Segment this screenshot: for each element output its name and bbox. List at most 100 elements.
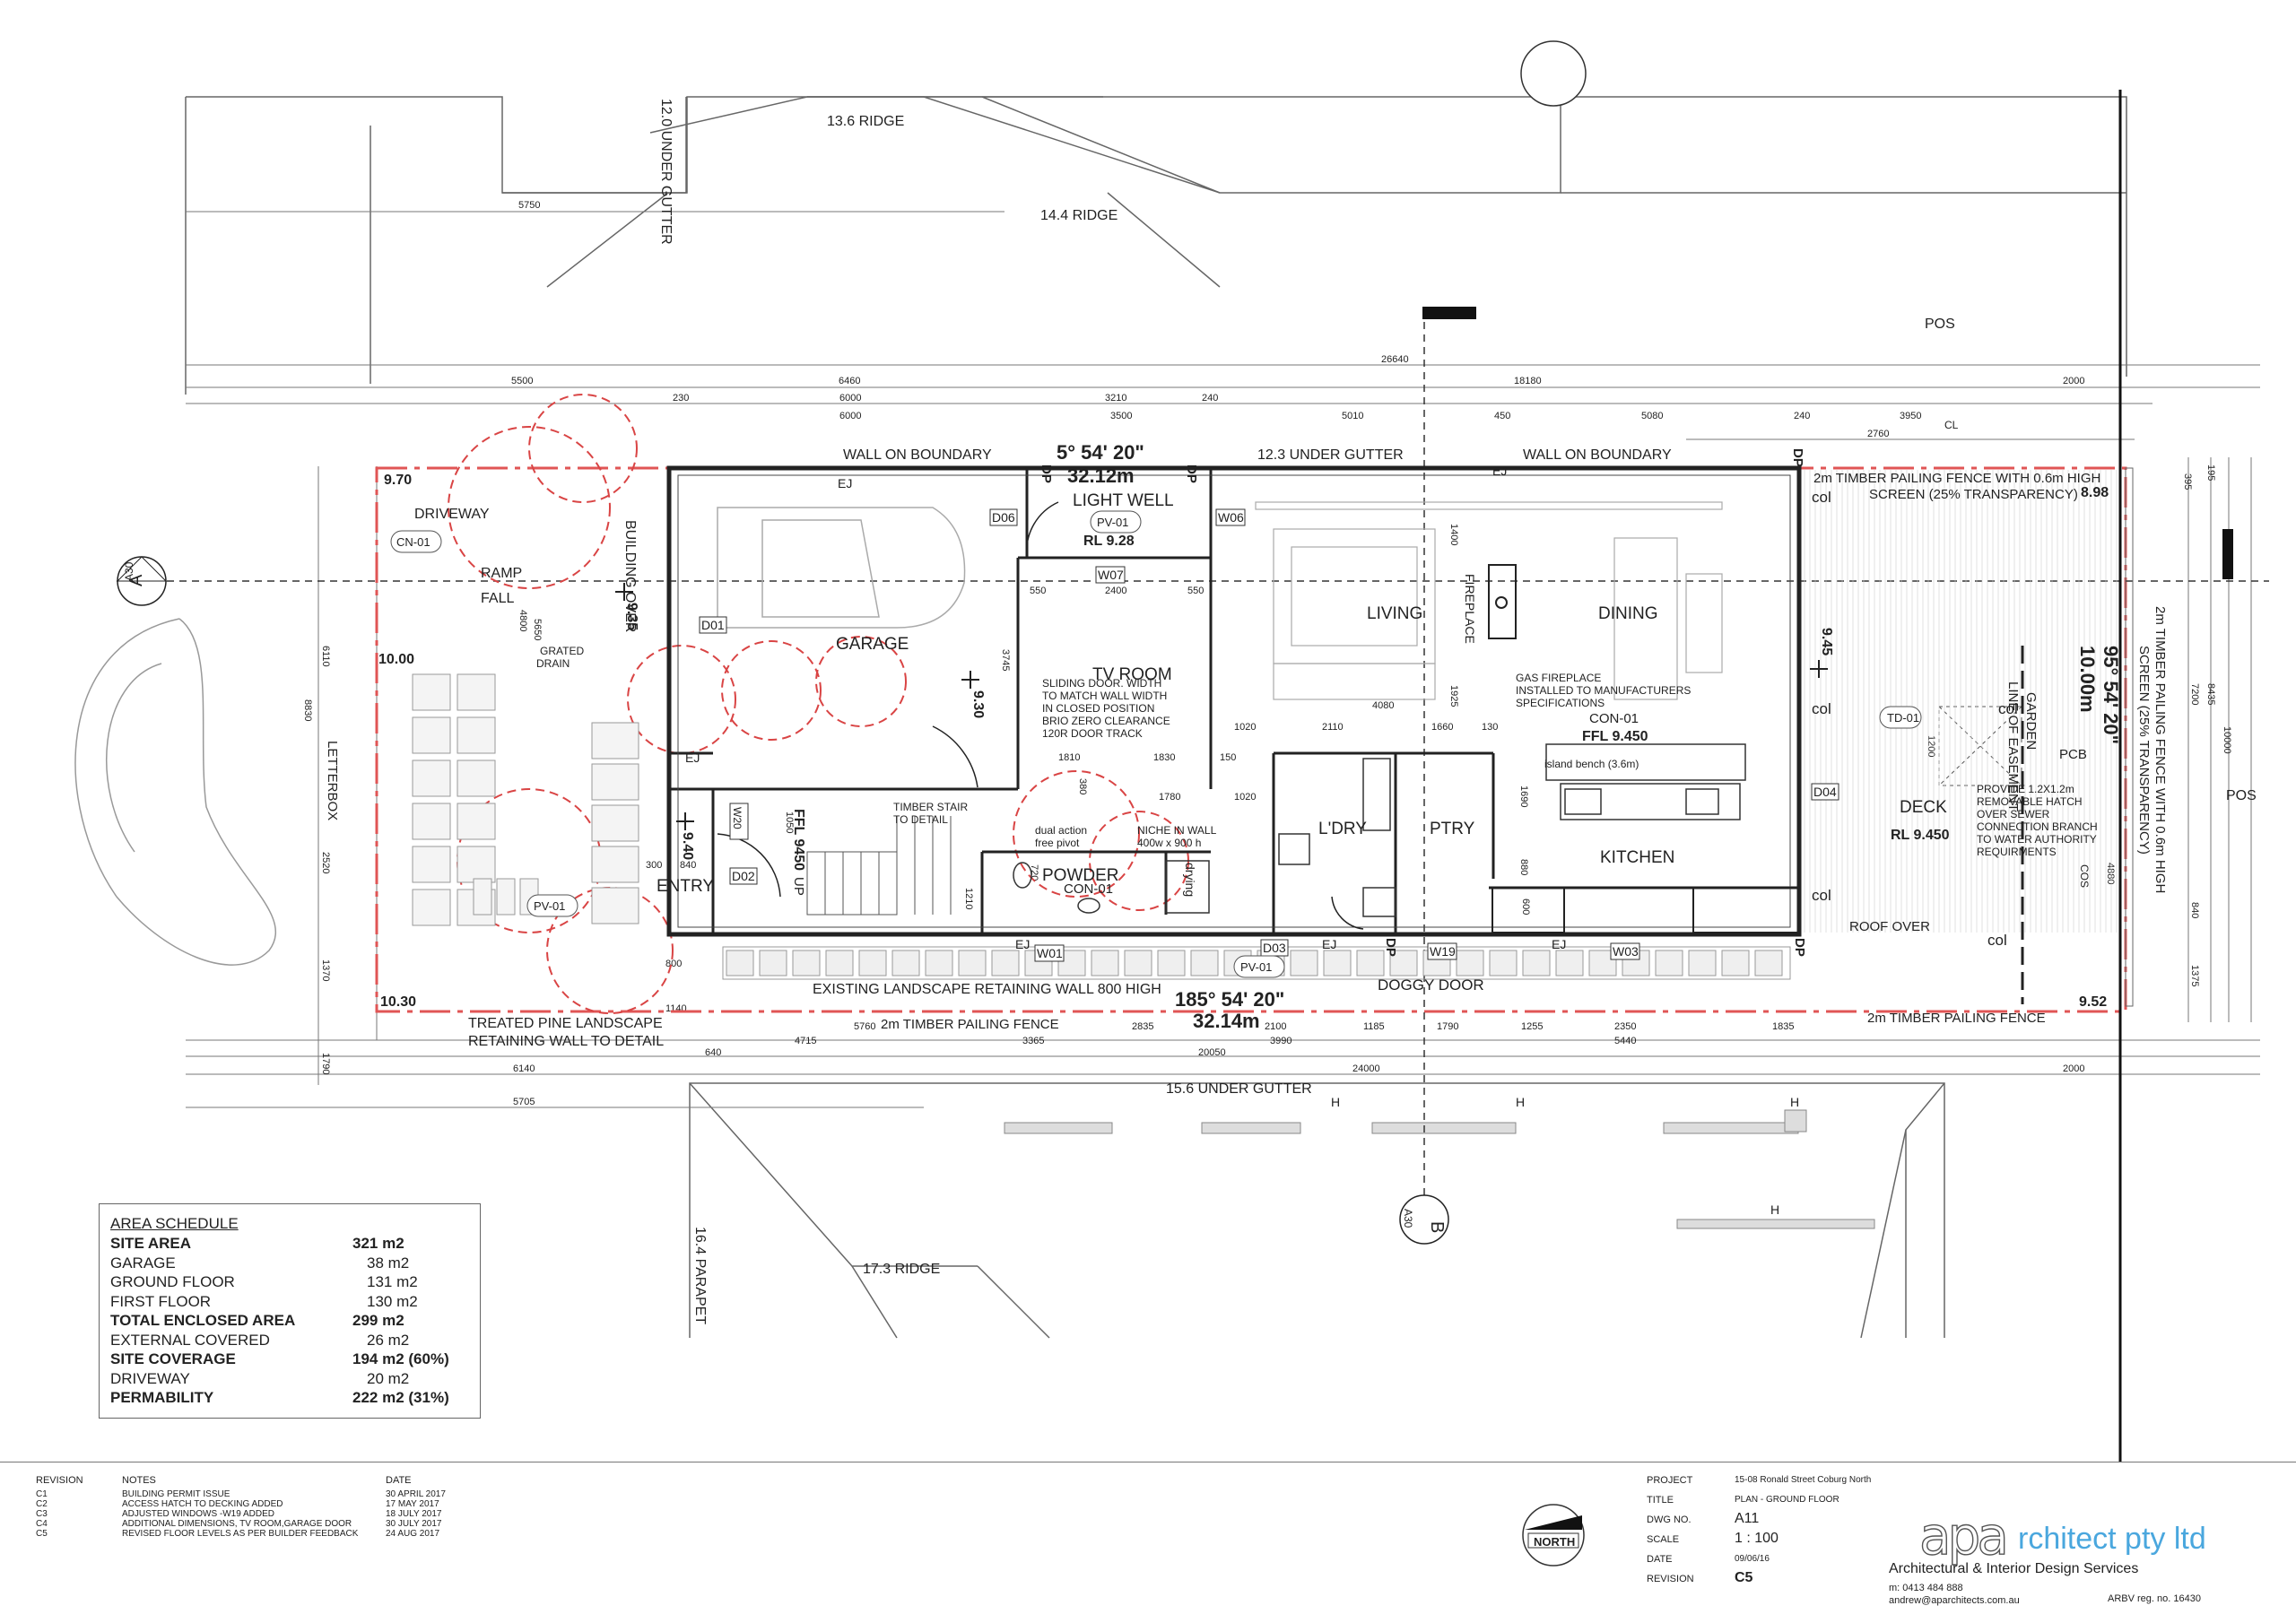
tag-pv01-entry: PV-01 [534,899,565,913]
level-940: 9.40 [680,832,695,860]
revision-rev: C5 [36,1529,48,1539]
cos-label: COS [2078,864,2091,888]
retaining-block [1323,950,1352,976]
revision-notes: BUILDING PERMIT ISSUE [122,1489,230,1499]
con01-powder: CON-01 [1064,881,1113,897]
tag-cn01: CN-01 [396,535,430,549]
revision-label: REVISION [1647,1574,1694,1584]
ground-floor-plan: 5750 6460 26640 18180 5500 2000 230 6000… [74,40,2269,1462]
tag-d03: D03 [1263,941,1286,955]
centreline-label: CL [1944,419,1959,431]
dim-26640: 26640 [1381,354,1409,365]
gutter-123-label: 12.3 UNDER GUTTER [1257,447,1404,463]
ffl-945: FFL 9.450 [1582,729,1648,744]
revision-date: 18 JULY 2017 [386,1509,442,1519]
bearing-right: 95° 54' 20" [2100,646,2122,744]
dim-550-b: 550 [1187,586,1204,596]
dim-1780: 1780 [1159,792,1180,803]
tag-w19: W19 [1430,944,1456,959]
area-row-key: EXTERNAL COVERED [110,1331,270,1349]
dim-1200: 1200 [1926,735,1936,757]
area-row-key: SITE AREA [110,1235,192,1252]
col-3: col [1812,887,1831,904]
laundry-fixtures [1278,758,1396,917]
dim-1370: 1370 [320,959,331,981]
dim-1925: 1925 [1448,685,1459,707]
retaining-wall-label: EXISTING LANDSCAPE RETAINING WALL 800 HI… [813,982,1161,997]
kitchen-island [1545,743,1746,820]
retaining-block [726,950,754,976]
door-swings [717,501,1364,930]
dim-8435: 8435 [2205,683,2216,705]
dim-240-a: 240 [1202,393,1218,404]
dim-2110: 2110 [1322,722,1344,733]
north-arrow-icon [1522,1504,1585,1567]
letterbox-label: LETTERBOX [325,741,340,820]
room-deck: DECK [1900,798,1947,817]
area-row-key: PERMABILITY [110,1389,214,1406]
level-952: 9.52 [2079,994,2107,1010]
fireplace-label: FIREPLACE [1463,574,1477,644]
ej-6: EJ [1552,937,1566,951]
tv-note-2: TO MATCH WALL WIDTH [1042,690,1167,702]
entry-stair [806,816,952,916]
revision-date: 17 MAY 2017 [386,1499,439,1509]
revision-rev: C4 [36,1519,48,1529]
dim-6140: 6140 [513,1063,535,1074]
tag-w20: W20 [731,807,744,829]
dim-800: 800 [665,959,682,969]
dim-5080: 5080 [1641,411,1663,421]
dim-1050: 1050 [784,812,795,833]
col-1: col [1812,489,1831,506]
revision-value: C5 [1735,1570,1753,1585]
dp-3: DP [1790,448,1805,467]
ej-3: EJ [685,751,700,765]
col-4: col [1987,932,2007,949]
room-light-well: LIGHT WELL [1073,491,1174,510]
room-labels: GARAGE LIGHT WELL RL 9.28 TV ROOM SLIDIN… [657,491,2098,994]
project-label: PROJECT [1647,1475,1693,1486]
doggy-door-label: DOGGY DOOR [1378,976,1484,994]
ridge-173-label: 17.3 RIDGE [863,1262,940,1277]
section-line-a [117,529,2269,582]
dim-1020-a: 1020 [1234,722,1256,733]
h-1: H [1331,1095,1340,1109]
retaining-wall-blocks [722,946,1791,980]
dim-2000-top: 2000 [2063,376,2084,386]
hatch-note-6: REQUIRMENTS [1977,846,2057,858]
area-schedule-title: AREA SCHEDULE [110,1215,239,1232]
stair-up-label: UP [791,877,806,896]
dim-20050: 20050 [1198,1047,1226,1058]
site-labels: 13.6 RIDGE 14.4 RIDGE 17.3 RIDGE 12.0 UN… [325,99,2257,1324]
revision-notes: ACCESS HATCH TO DECKING ADDED [122,1499,283,1509]
component-tags: D06 D01 D02 D03 D04 W06 W07 W01 W19 W03 … [390,508,1922,978]
con01-living: CON-01 [1589,711,1639,726]
pos-label-right: POS [2226,788,2257,803]
dim-1660-a: 1660 [1431,722,1453,733]
gas-note-2: INSTALLED TO MANUFACTURERS [1516,684,1691,697]
level-935: 9.35 [624,603,639,630]
north-arrow-badge: NORTH [1521,1503,1586,1567]
retaining-block [1655,950,1683,976]
dim-3500: 3500 [1110,411,1132,421]
area-row-value: 194 m2 (60%) [352,1350,449,1367]
tag-w03: W03 [1613,944,1639,959]
level-945: 9.45 [1819,628,1834,655]
date-label: DATE [1647,1554,1673,1565]
gutter-120-label: 12.0 UNDER GUTTER [658,99,674,245]
dim-1400: 1400 [1448,524,1459,545]
niche-note-2: 400w x 900 h [1137,837,1201,849]
revision-date: 24 AUG 2017 [386,1529,440,1539]
ffl-9450: FFL 9450 [791,809,806,871]
gas-note-1: GAS FIREPLACE [1516,672,1601,684]
level-1030: 10.30 [380,994,416,1010]
ridge-136-label: 13.6 RIDGE [827,114,904,129]
dim-24000: 24000 [1352,1063,1380,1074]
dim-4800: 4800 [517,610,528,631]
gas-note-3: SPECIFICATIONS [1516,697,1605,709]
revision-date: 30 JULY 2017 [386,1519,442,1529]
retaining-block [1721,950,1750,976]
fence-bottom-label-2: 2m TIMBER PAILING FENCE [881,1017,1059,1032]
ej-1: EJ [838,476,852,490]
dim-840: 840 [2189,902,2200,918]
